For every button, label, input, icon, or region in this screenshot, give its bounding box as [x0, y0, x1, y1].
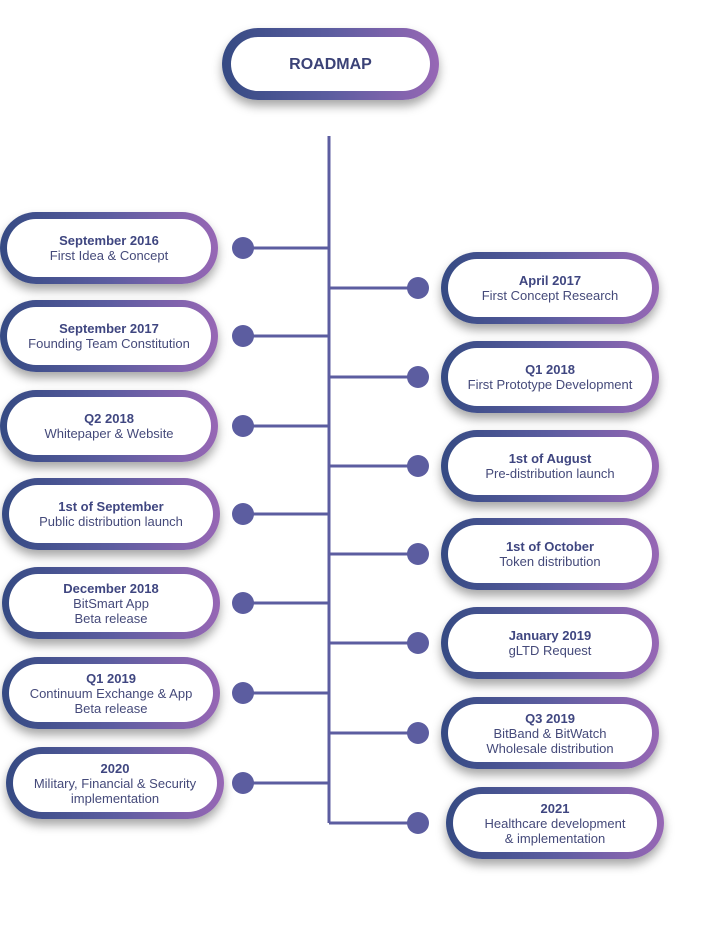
milestone-description: Founding Team Constitution — [28, 336, 190, 351]
connector-dot-left-0 — [232, 237, 254, 259]
connector-dot-right-1 — [407, 366, 429, 388]
milestone-date: Q1 2019 — [86, 670, 136, 686]
connector-dot-left-1 — [232, 325, 254, 347]
milestone-date: January 2019 — [508, 628, 592, 643]
connector-dot-right-2 — [407, 455, 429, 477]
roadmap-title-pill: ROADMAP — [222, 28, 439, 100]
milestone-description: Military, Financial & Security — [33, 775, 197, 791]
connector-dot-right-0 — [407, 277, 429, 299]
milestone-date: September 2016 — [59, 233, 159, 248]
milestone-description: & implementation — [504, 830, 606, 846]
milestone-date: 1st of August — [508, 451, 592, 466]
connector-dot-left-2 — [232, 415, 254, 437]
milestone-date: 1st of October — [505, 539, 595, 554]
milestone-date: Q3 2019 — [525, 710, 575, 726]
connector-dot-right-6 — [407, 812, 429, 834]
milestone-description: Wholesale distribution — [486, 740, 614, 756]
milestone-date: Q2 2018 — [84, 411, 134, 426]
connector-dot-left-5 — [232, 682, 254, 704]
milestone-date: Q1 2018 — [525, 362, 575, 377]
milestone-description: gLTD Request — [508, 643, 592, 658]
roadmap-title: ROADMAP — [231, 37, 430, 91]
milestone-description: First Concept Research — [481, 288, 619, 303]
connector-dot-left-3 — [232, 503, 254, 525]
milestone-description: Pre-distribution launch — [485, 466, 615, 481]
milestone-date: September 2017 — [59, 321, 159, 336]
milestone-description: Continuum Exchange & App — [29, 685, 193, 701]
milestone-date: December 2018 — [63, 580, 159, 596]
connector-dot-right-3 — [407, 543, 429, 565]
connector-dot-right-5 — [407, 722, 429, 744]
milestone-date: 1st of September — [58, 499, 164, 514]
milestone-date: 2021 — [540, 800, 570, 816]
milestone-description: BitSmart App — [73, 595, 149, 611]
connector-dot-right-4 — [407, 632, 429, 654]
milestone-date: April 2017 — [518, 273, 582, 288]
milestone-description: Beta release — [74, 610, 148, 626]
milestone-description: Whitepaper & Website — [44, 426, 174, 441]
milestone-description: Token distribution — [499, 554, 601, 569]
milestone-description: Healthcare development — [484, 815, 626, 831]
milestone-description: First Idea & Concept — [49, 248, 169, 263]
connector-dot-left-6 — [232, 772, 254, 794]
connector-dot-left-4 — [232, 592, 254, 614]
milestone-date: 2020 — [100, 760, 130, 776]
milestone-description: Public distribution launch — [39, 514, 183, 529]
milestone-description: Beta release — [74, 700, 148, 716]
milestone-description: implementation — [70, 790, 160, 806]
milestone-description: BitBand & BitWatch — [493, 725, 607, 741]
milestone-description: First Prototype Development — [467, 377, 633, 392]
